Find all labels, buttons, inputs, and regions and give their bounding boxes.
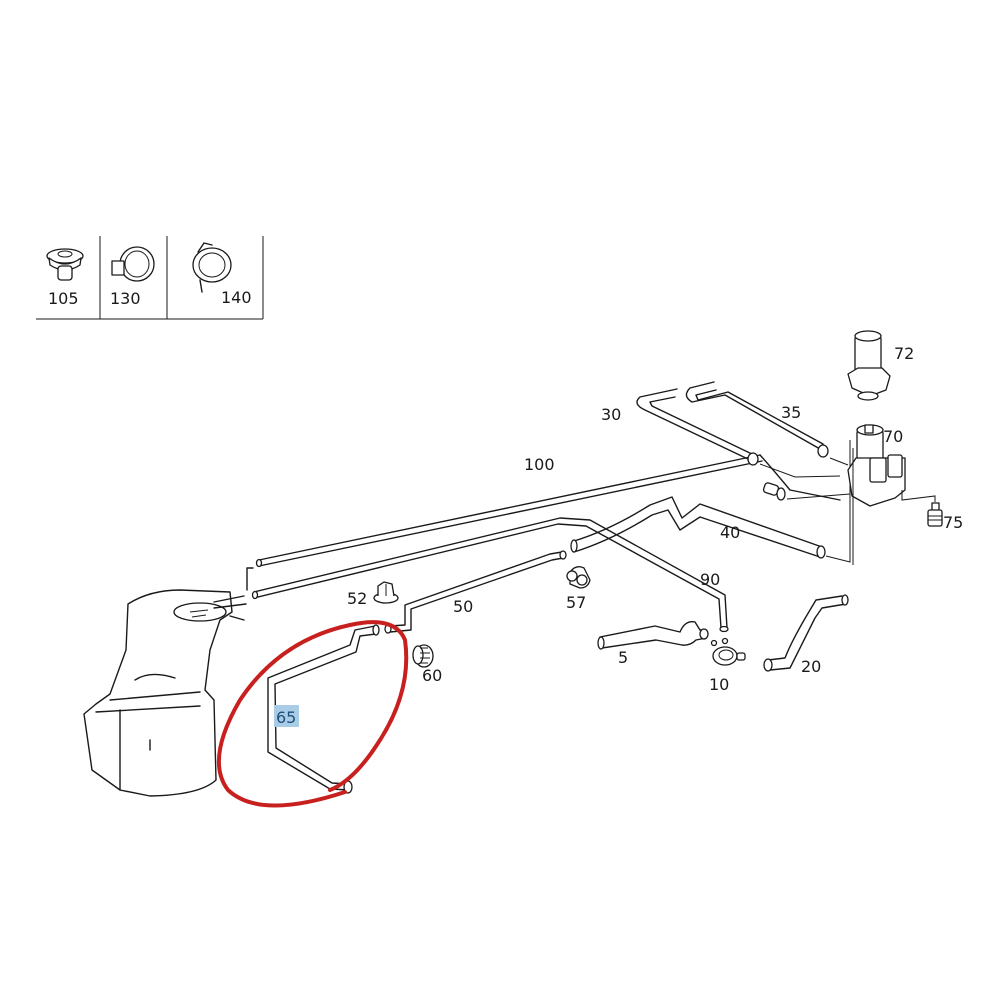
part-60-grommet: [412, 644, 434, 668]
part-70-valve: [847, 424, 936, 565]
part-5-hose: [597, 621, 709, 650]
highlight-ring: [216, 620, 409, 808]
label-50[interactable]: 50: [453, 597, 473, 616]
hose-clamp-band-icon: [111, 246, 155, 282]
label-65[interactable]: 65: [276, 708, 296, 727]
part-90-line: [251, 517, 729, 633]
coolant-reservoir: [83, 567, 254, 797]
label-100[interactable]: 100: [524, 455, 555, 474]
part-50-line: [384, 550, 567, 634]
part-52-nut: [373, 581, 399, 604]
highlight-label-bg: [274, 705, 299, 727]
legend-label-140: 140: [221, 288, 252, 307]
callout-labels: 72 30 35 70 100 75 40 90 52 50 57 60 5 1…: [274, 344, 963, 727]
label-40[interactable]: 40: [720, 523, 740, 542]
label-30[interactable]: 30: [601, 405, 621, 424]
label-75[interactable]: 75: [943, 513, 963, 532]
part-72-pump: [847, 330, 891, 401]
label-57[interactable]: 57: [566, 593, 586, 612]
legend-label-105: 105: [48, 289, 79, 308]
part-35-hose: [685, 381, 849, 466]
part-30-hose: [636, 388, 841, 478]
part-57-grommet: [566, 566, 591, 589]
part-40-hose: [570, 440, 851, 563]
part-75-sensor: [927, 502, 943, 527]
part-100-fitting: [762, 482, 851, 501]
label-72[interactable]: 72: [894, 344, 914, 363]
label-5[interactable]: 5: [618, 648, 628, 667]
part-20-hose: [763, 594, 849, 672]
label-90[interactable]: 90: [700, 570, 720, 589]
label-60[interactable]: 60: [422, 666, 442, 685]
push-rivet-clip-icon: [46, 248, 84, 281]
label-20[interactable]: 20: [801, 657, 821, 676]
label-35[interactable]: 35: [781, 403, 801, 422]
part-100-line: [255, 454, 841, 568]
part-10-connector: [710, 637, 746, 666]
label-10[interactable]: 10: [709, 675, 729, 694]
label-70[interactable]: 70: [883, 427, 903, 446]
spring-hose-clamp-icon: [192, 242, 232, 293]
legend-box: 105 130 140: [36, 236, 264, 320]
label-52[interactable]: 52: [347, 589, 367, 608]
legend-label-130: 130: [110, 289, 141, 308]
